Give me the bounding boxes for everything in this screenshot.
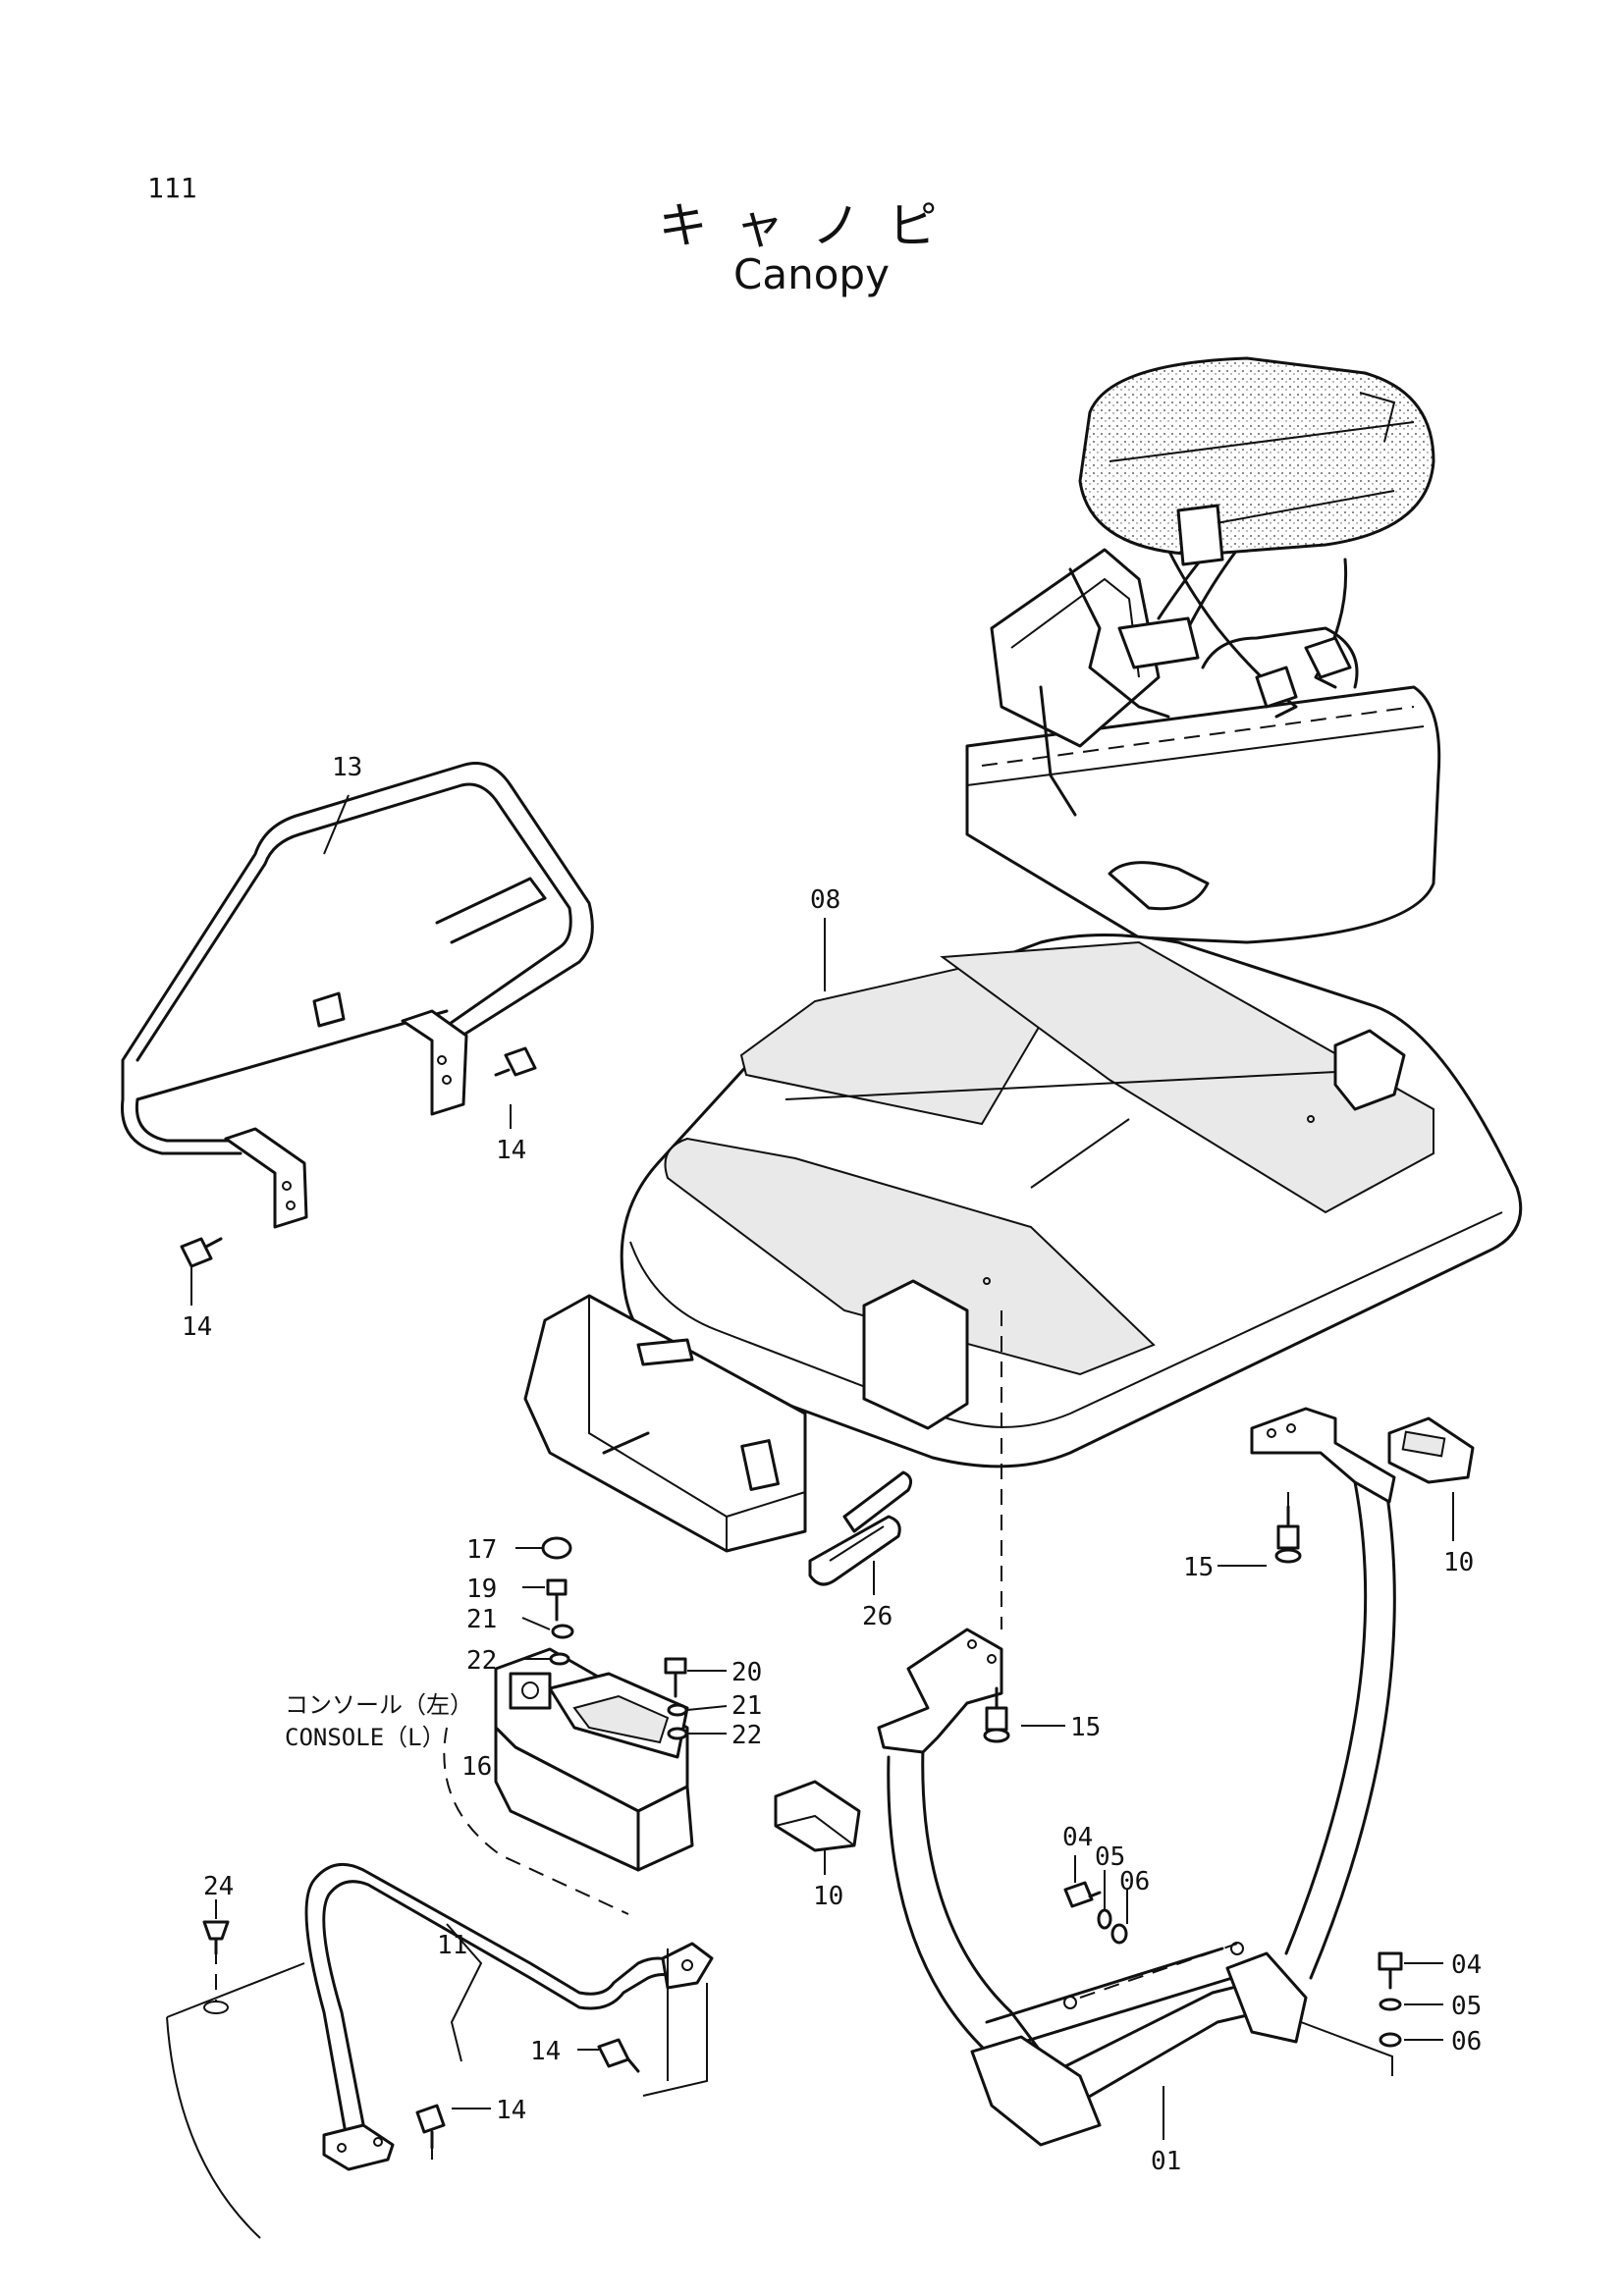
part-11-guard-rail bbox=[304, 1862, 714, 2171]
part-10-pad-upper bbox=[1387, 1416, 1475, 1484]
callout-04-right: 04 bbox=[1451, 1950, 1482, 1980]
machine-base-slab bbox=[166, 1920, 305, 2239]
callout-leaders bbox=[190, 794, 1454, 2160]
part-08-canopy-roof bbox=[620, 934, 1523, 1468]
page-title-english: Canopy bbox=[733, 250, 890, 298]
page-number: 111 bbox=[147, 172, 197, 204]
callout-numbers: 13 14 14 08 10 15 15 26 17 19 21 22 20 2… bbox=[182, 753, 1482, 2176]
callout-05-right: 05 bbox=[1451, 1992, 1482, 2021]
callout-22-left: 22 bbox=[466, 1646, 497, 1676]
callout-04-middle: 04 bbox=[1062, 1823, 1093, 1852]
callout-26: 26 bbox=[862, 1602, 893, 1631]
callout-08: 08 bbox=[810, 885, 840, 915]
callout-13: 13 bbox=[332, 753, 362, 782]
page-title-japanese: キャノピ bbox=[658, 197, 965, 254]
part-13-guard-rail bbox=[121, 762, 594, 1268]
part-mounting-box bbox=[523, 1294, 807, 1553]
console-label-japanese: コンソール（左） bbox=[285, 1691, 473, 1719]
callout-14-upper-left: 14 bbox=[182, 1312, 212, 1342]
parts-bolts-15 bbox=[983, 1505, 1302, 1743]
part-10-pad-lower bbox=[774, 1780, 861, 1852]
callout-05-middle: 05 bbox=[1095, 1842, 1125, 1872]
callout-06-right: 06 bbox=[1451, 2027, 1482, 2056]
callout-01: 01 bbox=[1151, 2147, 1181, 2176]
console-label-english: CONSOLE（L） bbox=[285, 1724, 446, 1751]
callout-15-lower: 15 bbox=[1070, 1713, 1101, 1742]
part-16-console-left bbox=[443, 1647, 694, 1915]
assembly-guide-lines bbox=[1001, 1310, 1289, 1629]
callout-21-right: 21 bbox=[731, 1691, 762, 1721]
part-01-rops-frame bbox=[877, 1407, 1396, 2147]
callout-15-upper: 15 bbox=[1183, 1553, 1214, 1582]
parts-fasteners-right bbox=[1378, 1951, 1403, 2048]
callout-10-lower: 10 bbox=[813, 1882, 843, 1911]
callout-16: 16 bbox=[461, 1752, 492, 1782]
parts-fastener-stack-right bbox=[664, 1657, 688, 1740]
part-26-strap bbox=[808, 1470, 913, 1586]
callout-11: 11 bbox=[437, 1931, 467, 1960]
callout-24: 24 bbox=[203, 1872, 234, 1901]
callout-17: 17 bbox=[466, 1535, 497, 1565]
parts-fastener-stack-left bbox=[541, 1536, 574, 1666]
callout-14-lower-left: 14 bbox=[496, 2096, 526, 2125]
console-label: コンソール（左） CONSOLE（L） bbox=[285, 1691, 473, 1751]
callout-10-upper: 10 bbox=[1443, 1548, 1474, 1577]
callout-06-middle: 06 bbox=[1119, 1867, 1150, 1896]
parts-fasteners-middle bbox=[1063, 1881, 1128, 1945]
callout-19: 19 bbox=[466, 1575, 497, 1604]
callout-22-right: 22 bbox=[731, 1721, 762, 1750]
callout-14-lower-middle: 14 bbox=[530, 2037, 561, 2066]
callout-14-upper-right: 14 bbox=[496, 1136, 526, 1165]
assembled-machine-view bbox=[965, 356, 1441, 944]
callout-20: 20 bbox=[731, 1658, 762, 1687]
callout-21-left: 21 bbox=[466, 1605, 497, 1634]
